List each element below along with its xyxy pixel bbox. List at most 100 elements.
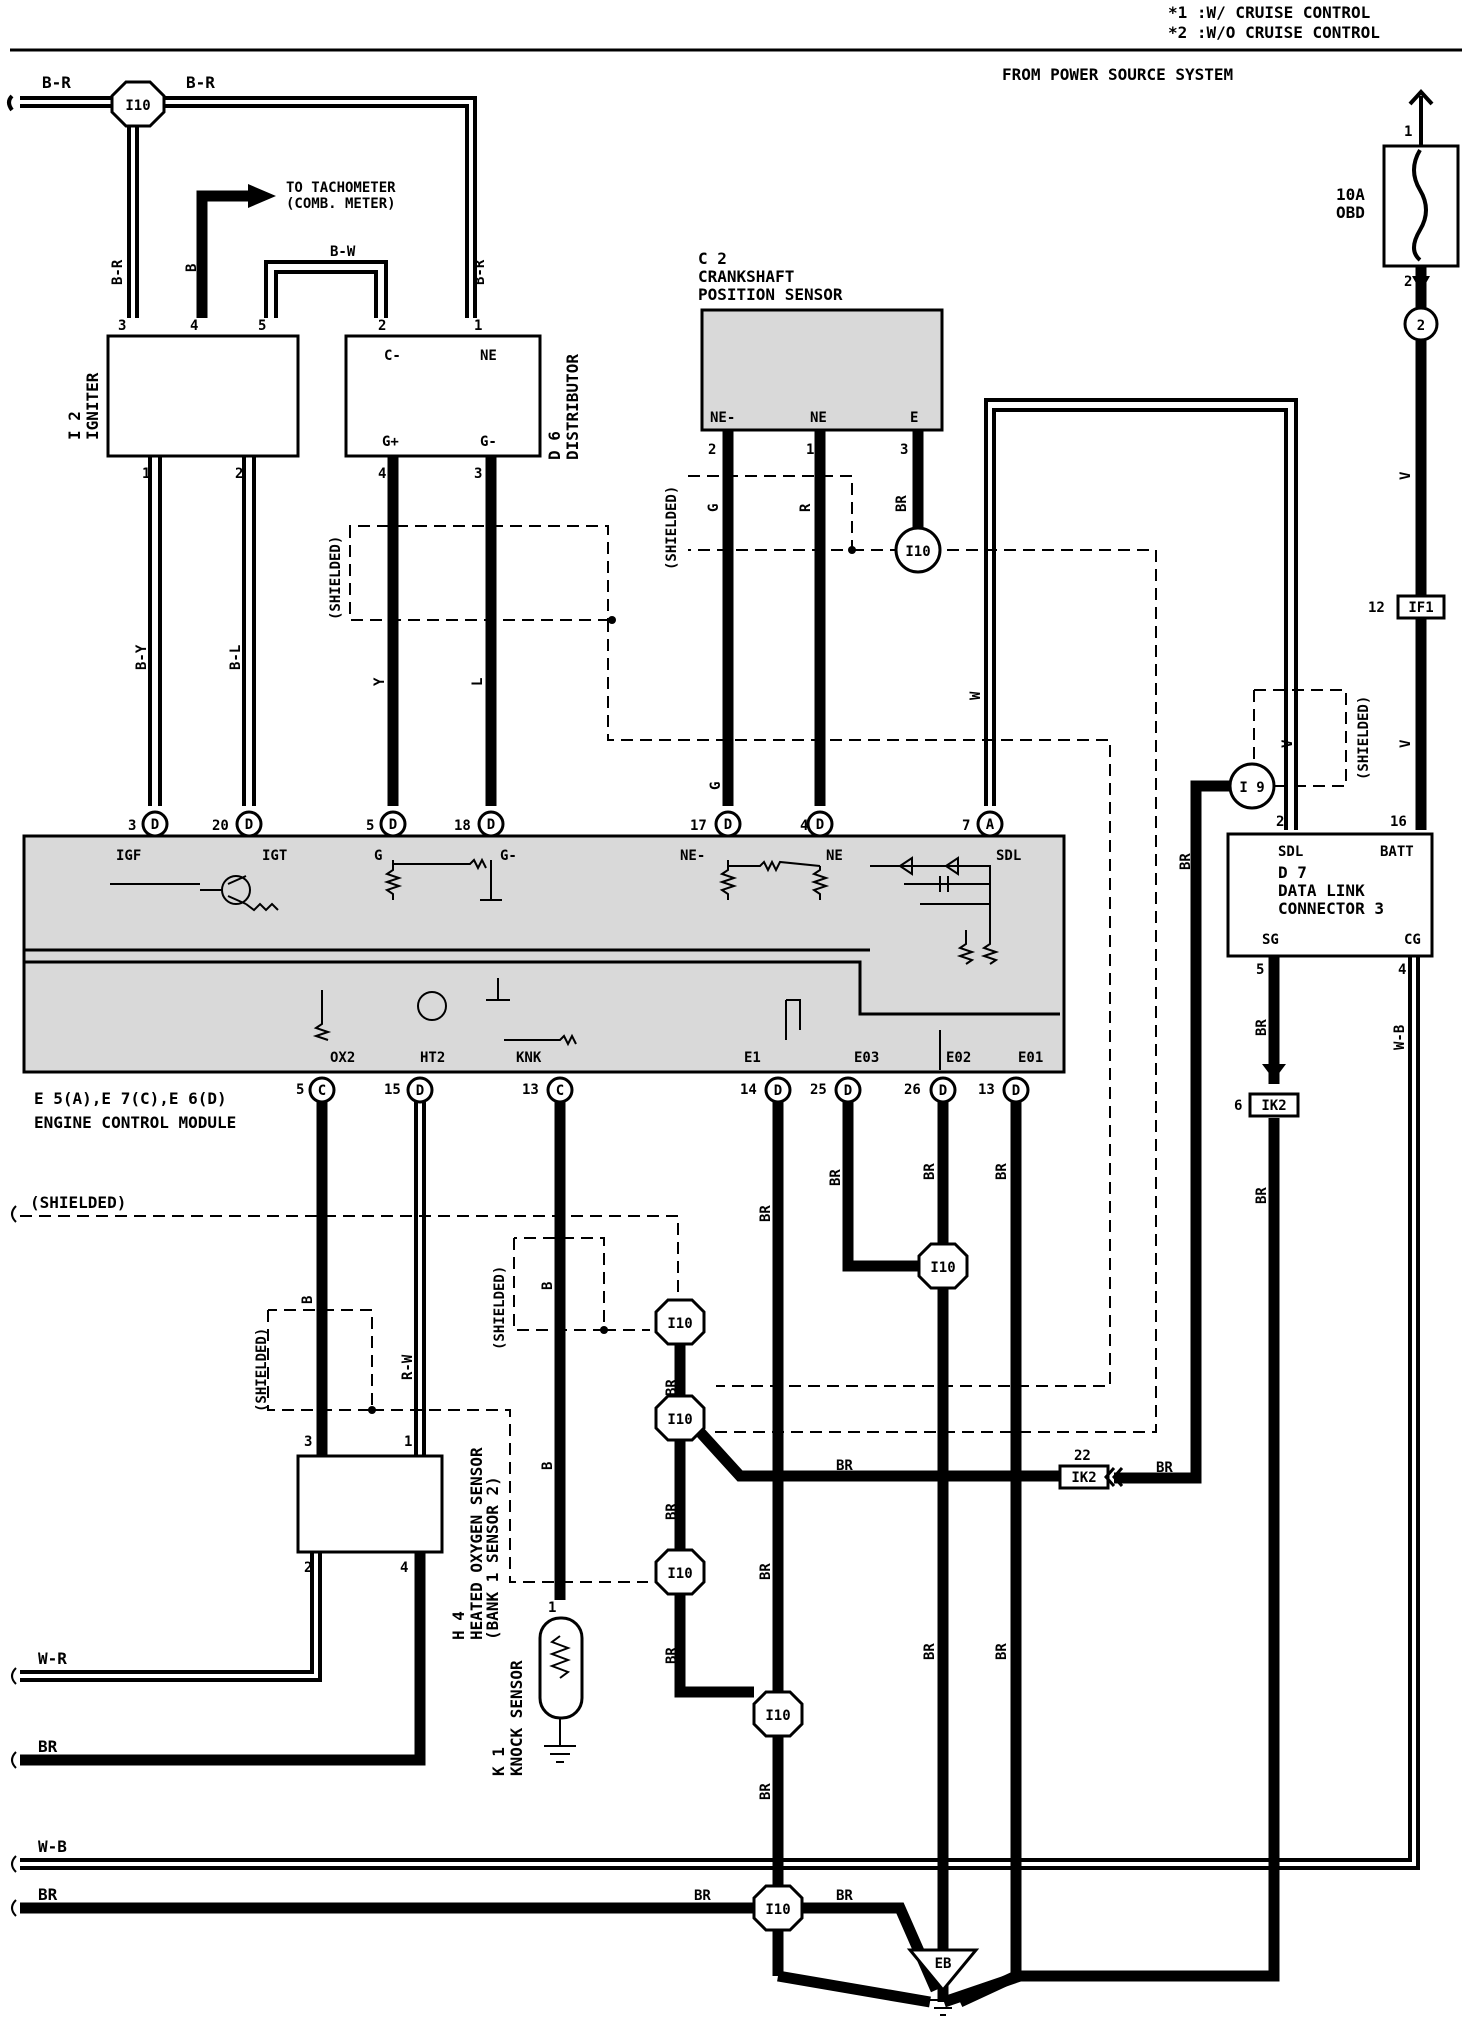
ecm-pin-conn-igf: D — [151, 817, 159, 833]
ecm-label-igf: IGF — [116, 848, 141, 864]
dist-pin-1: 1 — [474, 318, 482, 334]
ecm-label-igt: IGT — [262, 848, 287, 864]
wire-label-br-sg-2: BR — [1254, 1187, 1270, 1204]
tach-label-1: TO TACHOMETER — [286, 180, 396, 196]
wire-label-v-1: V — [1398, 471, 1414, 480]
wire-label-br-e01-1: BR — [994, 1163, 1010, 1180]
wire-crank — [722, 430, 924, 806]
ecm-label-ne: NE — [826, 848, 843, 864]
wire-label-br-e03: BR — [828, 1169, 844, 1186]
ecm-pin-num-neminus: 17 — [690, 818, 707, 834]
wire-label-b-ox: B — [300, 1296, 316, 1304]
ecm-pin-conn-ne: D — [816, 817, 824, 833]
crank-pin-1: 1 — [806, 442, 814, 458]
wire-e01 — [957, 1102, 1022, 2007]
dist-pin-4: 4 — [378, 466, 386, 482]
ik2-pin-22: 22 — [1074, 1448, 1091, 1464]
ecm-pin-num-e03: 25 — [810, 1082, 827, 1098]
crank-pin-2: 2 — [708, 442, 716, 458]
ecm-pin-conn-gminus: D — [487, 817, 495, 833]
crank-pin-3: 3 — [900, 442, 908, 458]
ecm-label-e01: E01 — [1018, 1050, 1043, 1066]
ecm-id: E 5(A),E 7(C),E 6(D) — [34, 1089, 227, 1108]
wire-label-br-right: B-R — [186, 73, 215, 92]
wire-label-v-dlc: V — [1280, 739, 1296, 748]
dist-label-gminus: G- — [480, 434, 497, 450]
ecm-pin-num-e1: 14 — [740, 1082, 757, 1098]
svg-text:I 9: I 9 — [1239, 780, 1264, 796]
wire-w-sdl — [984, 398, 1298, 830]
wire-label-y: Y — [372, 677, 388, 686]
ecm-label-e02: E02 — [946, 1050, 971, 1066]
dlc-name-1: DATA LINK — [1278, 881, 1365, 900]
wire-br-top — [7, 94, 477, 318]
dlc-label-cg: CG — [1404, 932, 1421, 948]
ox-pin-4: 4 — [400, 1560, 408, 1576]
wire-label-b-knk-2: B — [540, 1462, 556, 1470]
svg-text:I10: I10 — [125, 98, 150, 114]
igniter-pin-3: 3 — [118, 318, 126, 334]
ground-eb: EB — [906, 1948, 980, 2016]
distributor-box — [344, 334, 542, 458]
wire-label-br-bottom-left: BR — [38, 1885, 58, 1904]
connector-if1: IF1 — [1396, 594, 1446, 620]
ecm-label-e03: E03 — [854, 1050, 879, 1066]
wire-br-i9 — [1114, 780, 1230, 1484]
shielded-label-ox: (SHIELDED) — [254, 1328, 270, 1412]
ecm-upper-pins: D D D D D D A — [141, 810, 1004, 838]
igniter-pin-1: 1 — [142, 466, 150, 482]
junction-i10-c: I10 — [654, 1548, 706, 1596]
power-source-label: FROM POWER SOURCE SYSTEM — [1002, 65, 1233, 84]
igniter-pin-5: 5 — [258, 318, 266, 334]
svg-text:IK2: IK2 — [1261, 1098, 1286, 1114]
svg-text:I10: I10 — [765, 1902, 790, 1918]
crank-sensor-box — [700, 308, 944, 432]
svg-text:I10: I10 — [765, 1708, 790, 1724]
wire-wb-cg — [20, 956, 1420, 1870]
shielded-label-left: (SHIELDED) — [30, 1193, 126, 1212]
tachometer-arrow — [196, 184, 276, 318]
wire-label-bw: B-W — [330, 244, 356, 260]
crank-label-ne: NE — [810, 410, 827, 426]
wire-label-br-ox: BR — [38, 1737, 58, 1756]
junction-i10-d: I10 — [752, 1690, 804, 1738]
oxygen-name-1: HEATED OXYGEN SENSOR — [467, 1447, 486, 1640]
ecm-pin-conn-ht2: D — [416, 1083, 424, 1099]
oxygen-name-2: (BANK 1 SENSOR 2) — [483, 1476, 502, 1640]
ecm-pin-conn-sdl: A — [986, 817, 995, 833]
ecm-label-e1: E1 — [744, 1050, 761, 1066]
dist-pin-2: 2 — [378, 318, 386, 334]
wire-label-br-ik2: BR — [836, 1458, 853, 1474]
wire-label-g-crank: G — [706, 504, 722, 512]
wire-label-l: L — [470, 678, 486, 686]
connector-ik2-6: IK2 — [1248, 1092, 1300, 1118]
wire-label-br-i9: BR — [1178, 853, 1194, 870]
wire-by-bl — [148, 456, 256, 806]
wire-label-wr: W-R — [38, 1649, 67, 1668]
igniter-pin-4: 4 — [190, 318, 198, 334]
dlc-name-2: CONNECTOR 3 — [1278, 899, 1384, 918]
shielded-label-knk: (SHIELDED) — [492, 1266, 508, 1350]
wire-label-br-sg-1: BR — [1254, 1019, 1270, 1036]
ik2-pin-6: 6 — [1234, 1098, 1242, 1114]
dlc-label-sdl: SDL — [1278, 844, 1303, 860]
dist-pin-3: 3 — [474, 466, 482, 482]
dist-label-cminus: C- — [384, 348, 401, 364]
svg-text:EB: EB — [935, 1956, 952, 1972]
ecm-label-sdl: SDL — [996, 848, 1021, 864]
dist-label-ne: NE — [480, 348, 497, 364]
ecm-name: ENGINE CONTROL MODULE — [34, 1113, 236, 1132]
ecm-pin-conn-neminus: D — [724, 817, 732, 833]
dlc-label-sg: SG — [1262, 932, 1279, 948]
distributor-name: DISTRIBUTOR — [563, 354, 582, 460]
junction-2: 2 — [1403, 306, 1439, 342]
dlc-id: D 7 — [1278, 863, 1307, 882]
fuse-name: OBD — [1336, 203, 1365, 222]
ecm-pin-num-e02: 26 — [904, 1082, 921, 1098]
wire-label-br-crank: BR — [894, 495, 910, 512]
fuse-pin-1: 1 — [1404, 124, 1412, 140]
wire-label-br-bottom-right: BR — [836, 1888, 853, 1904]
junction-i10-f: I10 — [752, 1884, 804, 1932]
connector-ik2-22: IK2 — [1058, 1464, 1124, 1490]
distributor-id: D 6 — [545, 431, 564, 460]
